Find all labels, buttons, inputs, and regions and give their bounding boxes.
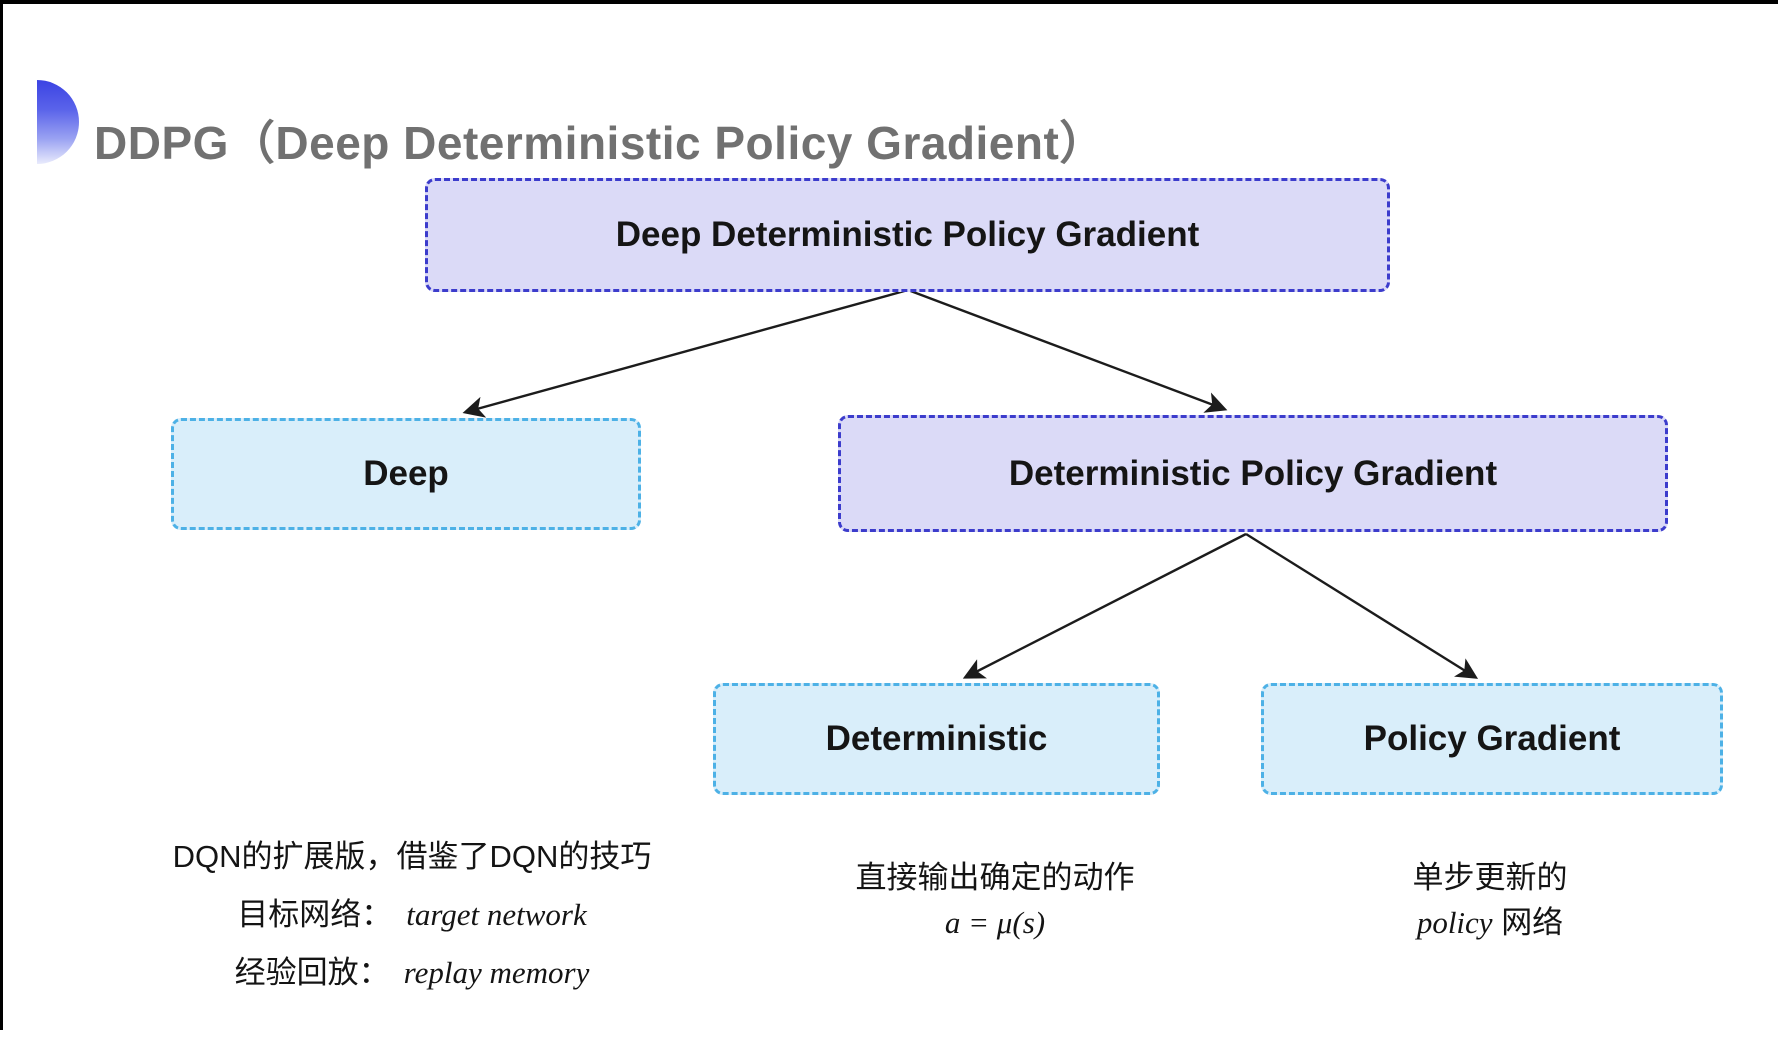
replay-memory-term: replay memory xyxy=(403,955,590,990)
target-network-term: target network xyxy=(406,897,587,932)
node-policy-gradient: Policy Gradient xyxy=(1261,683,1723,795)
note-policy-gradient-line2: policy 网络 xyxy=(1280,900,1700,945)
edge-ddpg-deep xyxy=(462,288,909,418)
note-deep-line1: DQN的扩展版，借鉴了DQN的技巧 xyxy=(172,839,652,874)
node-deep: Deep xyxy=(171,418,641,530)
note-policy-gradient-line1: 单步更新的 xyxy=(1412,860,1568,895)
target-network-label: 目标网络： xyxy=(237,897,393,932)
node-label: Deep xyxy=(363,454,449,493)
edge-ddpg-dpg xyxy=(907,288,1228,413)
node-label: Policy Gradient xyxy=(1363,719,1621,758)
node-deterministic-policy-gradient: Deterministic Policy Gradient xyxy=(838,415,1668,532)
node-deep-deterministic-policy-gradient: Deep Deterministic Policy Gradient xyxy=(425,178,1390,292)
note-deep-line2: 目标网络： target network xyxy=(120,886,704,944)
edge-dpg-deterministic xyxy=(962,532,1247,679)
policy-term: policy xyxy=(1416,905,1493,940)
node-label: Deterministic xyxy=(825,719,1048,758)
network-label: 网络 xyxy=(1501,905,1564,940)
node-deterministic: Deterministic xyxy=(713,683,1160,795)
edge-dpg-policy-gradient xyxy=(1245,532,1479,679)
note-deterministic: 直接输出确定的动作 a = μ(s) xyxy=(760,855,1230,945)
title-bullet-icon xyxy=(37,80,79,164)
replay-memory-label: 经验回放： xyxy=(234,955,390,990)
note-policy-gradient: 单步更新的 policy 网络 xyxy=(1280,855,1700,945)
deterministic-formula: a = μ(s) xyxy=(944,905,1046,940)
frame-left-border xyxy=(0,0,3,1030)
note-deep-line3: 经验回放： replay memory xyxy=(120,944,704,1002)
frame-top-border xyxy=(0,0,1778,4)
note-deep: DQN的扩展版，借鉴了DQN的技巧 目标网络： target network 经验… xyxy=(120,828,704,1002)
node-label: Deterministic Policy Gradient xyxy=(1008,453,1498,493)
node-label: Deep Deterministic Policy Gradient xyxy=(615,215,1200,254)
page-title: DDPG（Deep Deterministic Policy Gradient） xyxy=(94,116,1106,169)
note-deterministic-line1: 直接输出确定的动作 xyxy=(855,860,1135,895)
